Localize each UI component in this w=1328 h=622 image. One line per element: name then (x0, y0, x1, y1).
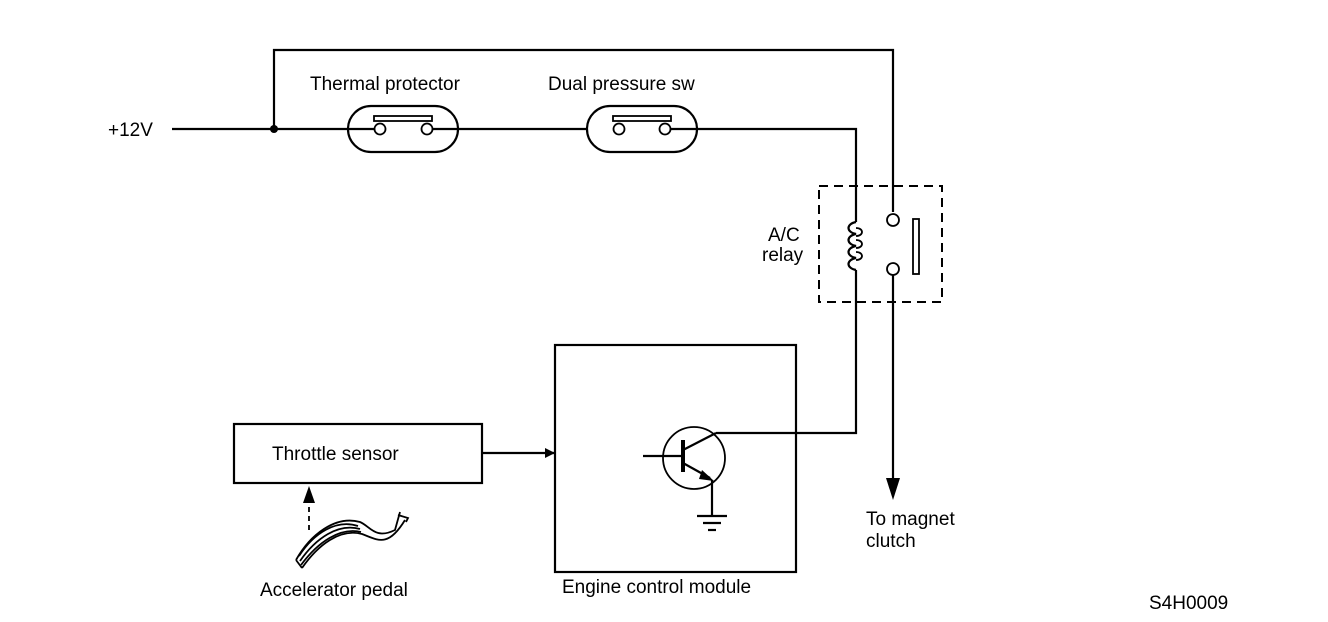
accelerator-pedal-icon (295, 511, 410, 569)
engine-control-module-box (553, 343, 798, 574)
wire-switch-to-relay (671, 127, 858, 222)
thermal-protector-label: Thermal protector (310, 74, 461, 95)
arrow-down-icon (886, 478, 900, 500)
ground-icon (697, 514, 727, 532)
relay-coil-icon (847, 220, 857, 272)
relay-armature (912, 218, 920, 275)
relay-housing (818, 185, 943, 303)
relay-contact-bottom (886, 262, 900, 276)
figure-code: S4H0009 (1149, 593, 1228, 614)
dual-pressure-switch-label: Dual pressure sw (548, 74, 695, 95)
ecm-label: Engine control module (562, 577, 751, 598)
ac-relay (818, 185, 943, 303)
accelerator-pedal-label: Accelerator pedal (260, 580, 408, 601)
wire-relay-to-ecm (716, 270, 858, 435)
bypass-wire (272, 48, 895, 212)
supply-label: +12V (108, 120, 153, 141)
throttle-sensor-label: Throttle sensor (272, 444, 399, 465)
arrow-up-icon (303, 486, 315, 503)
clutch-label-line1: To magnet (866, 509, 955, 530)
relay-label-line1: A/C (768, 225, 800, 246)
transistor-icon (643, 426, 726, 515)
relay-label-line2: relay (762, 245, 804, 266)
clutch-label-line2: clutch (866, 531, 916, 552)
relay-contact-top (886, 213, 900, 227)
